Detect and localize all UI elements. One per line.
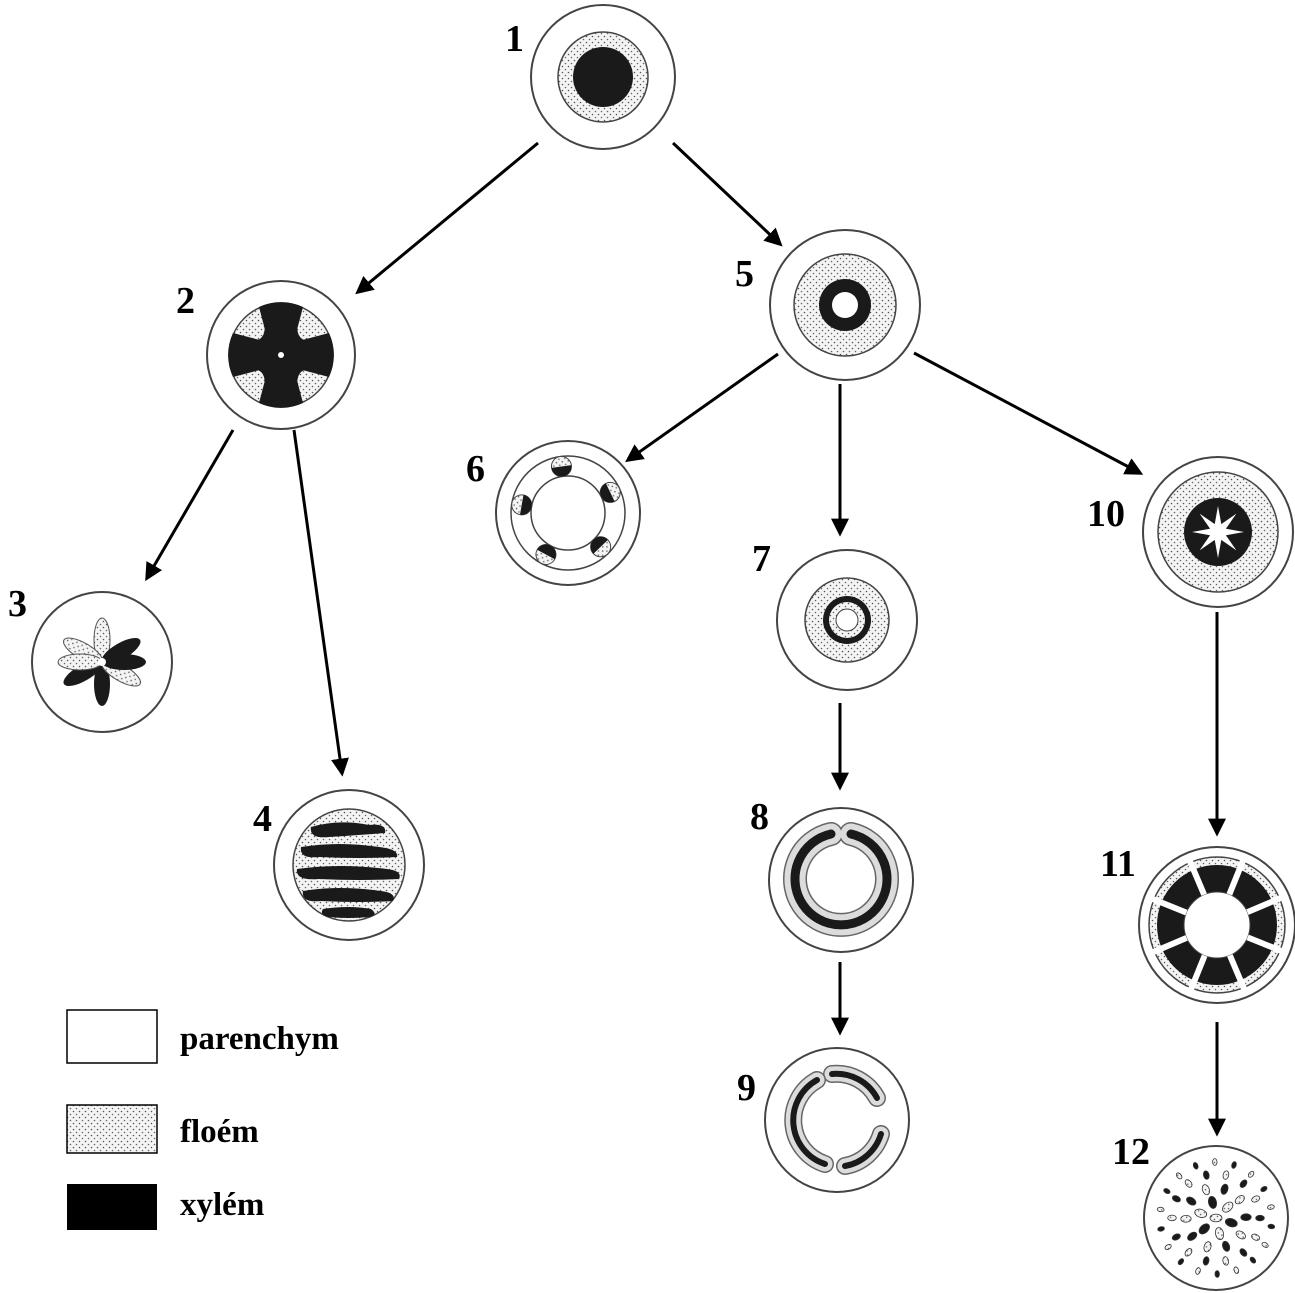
vascular-bundle: [1202, 1256, 1210, 1266]
vascular-bundle: [1251, 1233, 1261, 1241]
stele-9: [764, 1047, 910, 1193]
label-4: 4: [253, 798, 272, 840]
label-2: 2: [176, 280, 195, 322]
vascular-bundle: [1180, 1214, 1192, 1223]
legend: parenchym floém xylém: [66, 1009, 339, 1230]
vascular-bundle: [1261, 1241, 1269, 1248]
stele-8: [768, 807, 914, 953]
label-6: 6: [466, 448, 485, 490]
vascular-bundle: [1231, 1161, 1237, 1169]
vascular-bundle: [1201, 1184, 1210, 1196]
legend-label-xylem: xylém: [180, 1187, 264, 1223]
vascular-bundle: [1156, 1206, 1165, 1213]
arrow-2-4: [292, 429, 349, 777]
label-9: 9: [737, 1067, 756, 1109]
vascular-bundle: [1167, 1214, 1177, 1222]
stele-3: [31, 591, 173, 733]
stele-4: [273, 789, 425, 941]
vascular-bundle: [1163, 1188, 1171, 1195]
stele-5: [769, 229, 921, 381]
vascular-bundle: [1247, 1170, 1255, 1178]
vascular-bundle: [1171, 1195, 1181, 1203]
vascular-bundle: [1267, 1223, 1276, 1230]
vascular-bundle: [1233, 1266, 1240, 1274]
vascular-bundle: [1255, 1214, 1265, 1222]
vascular-bundle: [1164, 1244, 1172, 1250]
legend-swatch-parenchym: [66, 1009, 158, 1064]
stele-1: [530, 4, 676, 150]
label-11: 11: [1100, 843, 1136, 885]
stele-12: [1143, 1145, 1289, 1291]
arrow-5-10: [913, 351, 1144, 475]
vascular-bundle: [1177, 1258, 1185, 1266]
vascular-bundle: [1260, 1186, 1268, 1192]
vascular-bundle: [1209, 1213, 1223, 1223]
vascular-bundle: [1171, 1233, 1181, 1241]
label-10: 10: [1087, 493, 1125, 535]
vascular-bundle: [1235, 1230, 1246, 1240]
arrow-2-3: [145, 429, 235, 582]
stele-7: [776, 549, 918, 691]
label-8: 8: [750, 796, 769, 838]
label-7: 7: [752, 538, 771, 580]
vascular-bundle: [1157, 1226, 1165, 1232]
legend-label-parenchym: parenchym: [180, 1021, 339, 1057]
vascular-bundle: [1203, 1170, 1210, 1180]
vascular-bundle: [1222, 1201, 1234, 1213]
vascular-bundle: [1195, 1267, 1201, 1275]
vascular-bundle: [1234, 1195, 1245, 1205]
vascular-bundle: [1240, 1213, 1252, 1222]
stele-10: [1142, 456, 1294, 608]
vascular-bundle: [1194, 1208, 1208, 1218]
vascular-bundle: [1222, 1256, 1229, 1266]
vascular-bundle: [1186, 1196, 1197, 1206]
arrows: [145, 141, 1226, 1137]
vascular-bundle: [1203, 1241, 1212, 1253]
arrow-5-6: [625, 352, 779, 463]
vascular-bundle: [1222, 1240, 1231, 1252]
vascular-bundle: [1184, 1248, 1193, 1257]
vascular-bundle: [1192, 1162, 1199, 1170]
vascular-bundle: [1184, 1179, 1193, 1188]
vascular-bundle: [1220, 1183, 1229, 1195]
stele-6: [495, 440, 641, 586]
vascular-bundle: [1222, 1170, 1230, 1180]
vascular-bundle: [1187, 1231, 1198, 1241]
legend-swatch-xylem: [67, 1184, 157, 1230]
vascular-bundle: [1251, 1195, 1261, 1203]
stele-11: [1138, 846, 1295, 1004]
label-5: 5: [735, 253, 754, 295]
vascular-bundle: [1239, 1179, 1248, 1188]
legend-label-floem: floém: [180, 1114, 259, 1150]
arrow-1-5: [671, 141, 783, 247]
vascular-bundle: [1212, 1158, 1218, 1166]
vascular-bundle: [1249, 1256, 1257, 1264]
vascular-bundle: [1239, 1248, 1248, 1257]
label-1: 1: [505, 18, 524, 60]
node-labels: 1 2 3 4 5 6 7 8 9 10 11 12: [8, 18, 1150, 1173]
vascular-bundle: [1214, 1227, 1225, 1241]
vascular-bundle: [1175, 1172, 1183, 1180]
vascular-bundle: [1214, 1270, 1220, 1278]
legend-swatch-floem: [66, 1104, 158, 1154]
label-12: 12: [1112, 1131, 1150, 1173]
vascular-bundle: [1224, 1218, 1238, 1228]
arrow-1-2: [355, 141, 539, 295]
label-3: 3: [8, 583, 27, 625]
stele-2: [206, 280, 356, 430]
vascular-bundle: [1198, 1223, 1210, 1235]
vascular-bundle: [1267, 1204, 1275, 1210]
vascular-bundle: [1207, 1195, 1218, 1209]
scattered-bundles: [1156, 1158, 1276, 1278]
